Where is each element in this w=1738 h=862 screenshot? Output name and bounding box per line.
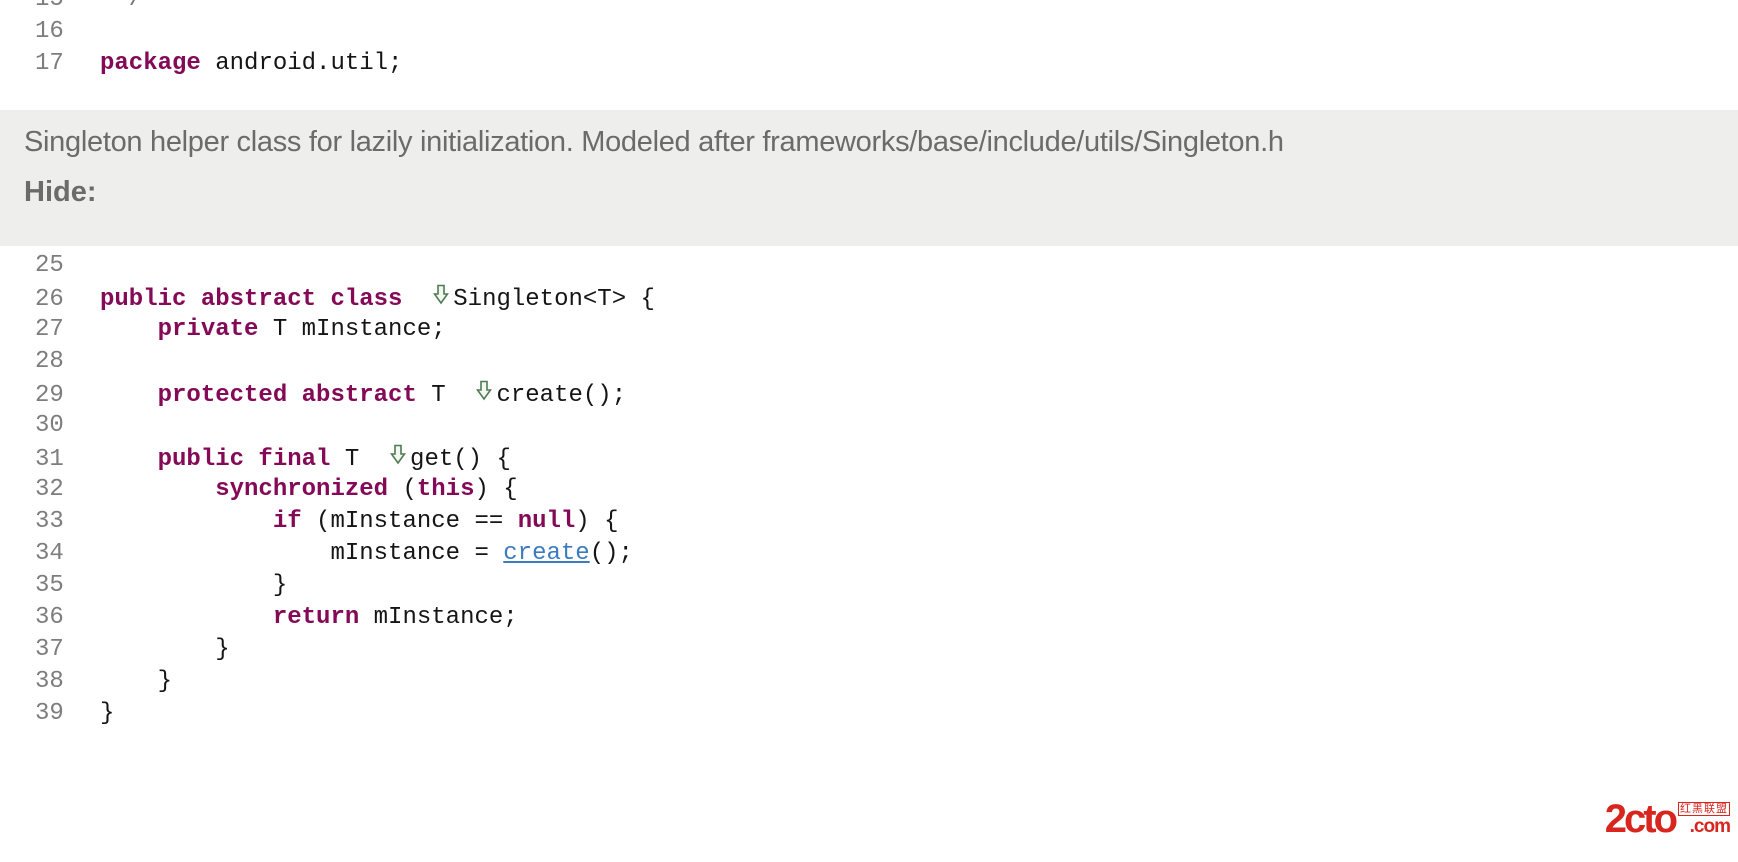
logo-tagline-text: 红黑联盟 bbox=[1678, 802, 1730, 816]
code-content: if (mInstance == null) { bbox=[100, 506, 619, 538]
line-number: 37 bbox=[35, 636, 64, 663]
line-number: 39 bbox=[35, 700, 64, 727]
code-text: T bbox=[330, 446, 389, 473]
code-text: (); bbox=[589, 540, 633, 567]
code-content: } bbox=[100, 698, 114, 730]
code-block-main: 25 26 public abstract class Singleton<T> {… bbox=[0, 250, 1738, 730]
line-number: 28 bbox=[35, 348, 64, 375]
line-number: 33 bbox=[35, 508, 64, 535]
override-arrow-icon bbox=[433, 284, 450, 305]
code-text: } bbox=[100, 572, 288, 599]
code-line: 32 synchronized (this) { bbox=[0, 474, 1738, 506]
keyword-token: public abstract class bbox=[100, 286, 403, 313]
code-text bbox=[100, 476, 215, 503]
code-text: ) { bbox=[575, 508, 619, 535]
code-content: public final T get() { bbox=[100, 442, 511, 476]
code-content: public abstract class Singleton<T> { bbox=[100, 282, 655, 316]
code-text: } bbox=[100, 700, 115, 727]
doc-banner: Singleton helper class for lazily initia… bbox=[0, 110, 1738, 246]
keyword-token: package bbox=[100, 50, 201, 77]
keyword-token: null bbox=[517, 508, 576, 535]
code-content: } bbox=[100, 570, 287, 602]
line-number: 27 bbox=[35, 316, 64, 343]
code-text bbox=[402, 286, 431, 313]
code-line: 17 package android.util; bbox=[0, 48, 1738, 80]
hide-toggle[interactable]: Hide: bbox=[24, 176, 97, 208]
line-number: 29 bbox=[35, 382, 64, 409]
code-line: 28 bbox=[0, 346, 1738, 378]
keyword-token: public final bbox=[157, 446, 331, 473]
code-content: synchronized (this) { bbox=[100, 474, 518, 506]
code-line: 33 if (mInstance == null) { bbox=[0, 506, 1738, 538]
code-content: package android.util; bbox=[100, 48, 402, 80]
override-arrow-icon bbox=[390, 444, 407, 465]
code-content: return mInstance; bbox=[100, 602, 518, 634]
code-text: get() { bbox=[410, 446, 511, 473]
keyword-token: if bbox=[272, 508, 302, 535]
code-line: 36 return mInstance; bbox=[0, 602, 1738, 634]
keyword-token: protected abstract bbox=[157, 382, 417, 409]
line-number: 26 bbox=[35, 286, 64, 313]
code-line: 15 */ bbox=[0, 0, 1738, 16]
line-number: 35 bbox=[35, 572, 64, 599]
doc-description: Singleton helper class for lazily initia… bbox=[24, 126, 1284, 158]
line-number: 30 bbox=[35, 412, 64, 439]
code-content: private T mInstance; bbox=[100, 314, 446, 346]
line-number: 36 bbox=[35, 604, 64, 631]
code-text: (mInstance == bbox=[301, 508, 518, 535]
code-line: 34 mInstance = create(); bbox=[0, 538, 1738, 570]
code-line: 29 protected abstract T create(); bbox=[0, 378, 1738, 410]
override-arrow-icon bbox=[476, 380, 493, 401]
code-line: 16 bbox=[0, 16, 1738, 48]
line-number: 31 bbox=[35, 446, 64, 473]
code-line: 26 public abstract class Singleton<T> { bbox=[0, 282, 1738, 314]
code-line: 37 } bbox=[0, 634, 1738, 666]
code-line: 31 public final T get() { bbox=[0, 442, 1738, 474]
code-text: } bbox=[100, 636, 230, 663]
code-content: */ bbox=[100, 0, 143, 16]
line-number: 32 bbox=[35, 476, 64, 503]
line-number: 25 bbox=[35, 252, 64, 279]
keyword-token: return bbox=[272, 604, 360, 631]
code-block-top: 15 */ 16 17 package android.util; bbox=[0, 0, 1738, 80]
line-number: 15 bbox=[35, 0, 65, 16]
logo-tld-text: .com bbox=[1689, 816, 1731, 837]
code-line: 27 private T mInstance; bbox=[0, 314, 1738, 346]
code-text: Singleton<T> { bbox=[453, 286, 655, 313]
line-number: 38 bbox=[35, 668, 64, 695]
code-line: 25 bbox=[0, 250, 1738, 282]
line-number: 16 bbox=[35, 18, 64, 45]
code-content: mInstance = create(); bbox=[100, 538, 633, 570]
code-text: T bbox=[416, 382, 475, 409]
keyword-token: private bbox=[157, 316, 259, 343]
code-text: } bbox=[100, 668, 173, 695]
code-content: } bbox=[100, 634, 230, 666]
code-line: 39} bbox=[0, 698, 1738, 730]
code-text: mInstance = bbox=[100, 540, 504, 567]
code-content: protected abstract T create(); bbox=[100, 378, 626, 412]
code-text: create(); bbox=[496, 382, 627, 409]
code-content: } bbox=[100, 666, 172, 698]
logo-brand-text: 2cto bbox=[1604, 797, 1678, 841]
code-text bbox=[100, 316, 158, 343]
code-text: ( bbox=[388, 476, 417, 503]
code-text bbox=[100, 508, 273, 535]
keyword-token: this bbox=[416, 476, 475, 503]
code-text: android.util; bbox=[200, 50, 403, 77]
code-text: mInstance; bbox=[359, 604, 518, 631]
code-line: 38 } bbox=[0, 666, 1738, 698]
code-text bbox=[100, 604, 273, 631]
code-line: 30 bbox=[0, 410, 1738, 442]
code-text: T mInstance; bbox=[258, 316, 446, 343]
comment-token: */ bbox=[100, 0, 143, 13]
code-text bbox=[100, 446, 158, 473]
create-method-link[interactable]: create bbox=[503, 540, 590, 567]
keyword-token: synchronized bbox=[215, 476, 389, 503]
code-text: ) { bbox=[474, 476, 518, 503]
line-number: 34 bbox=[35, 540, 64, 567]
2cto-logo[interactable]: 2cto 红黑联盟 .com bbox=[1604, 797, 1731, 841]
code-text bbox=[100, 382, 158, 409]
line-number: 17 bbox=[35, 50, 64, 77]
code-line: 35 } bbox=[0, 570, 1738, 602]
